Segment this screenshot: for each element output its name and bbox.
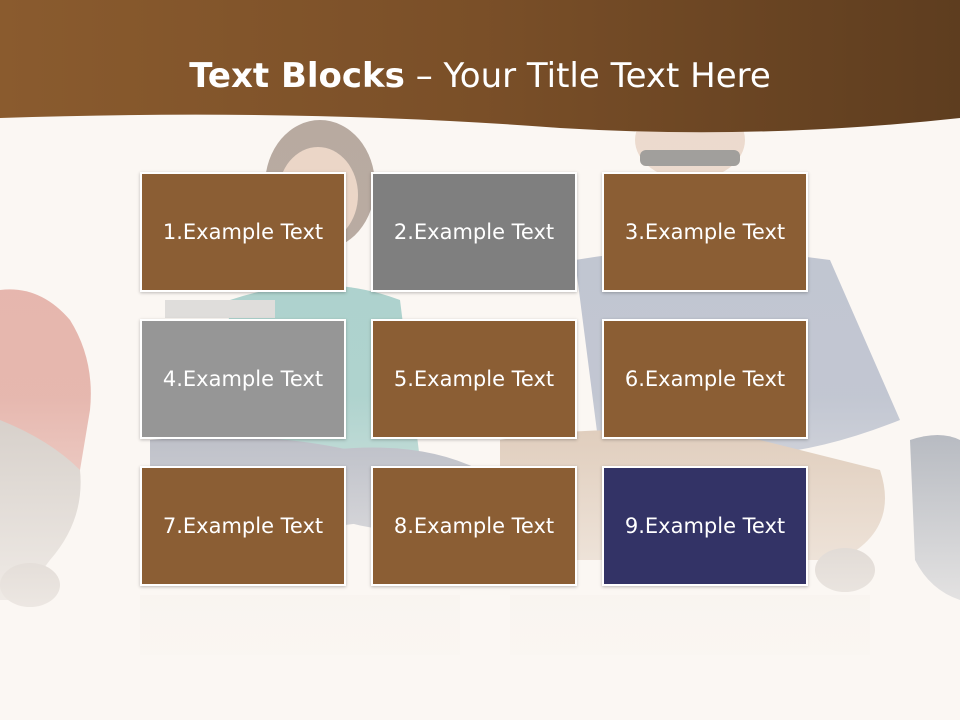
text-block-label: 8.Example Text — [393, 514, 555, 538]
text-block-label: 7.Example Text — [162, 514, 324, 538]
text-block-label: 2.Example Text — [393, 220, 555, 244]
header-banner — [0, 0, 960, 133]
title-separator: – — [404, 56, 444, 96]
text-block-2[interactable]: 2.Example Text — [371, 172, 577, 292]
title-rest: Your Title Text Here — [443, 56, 771, 96]
text-block-3[interactable]: 3.Example Text — [602, 172, 808, 292]
text-block-label: 5.Example Text — [393, 367, 555, 391]
text-block-6[interactable]: 6.Example Text — [602, 319, 808, 439]
text-block-9[interactable]: 9.Example Text — [602, 466, 808, 586]
text-block-label: 3.Example Text — [624, 220, 786, 244]
text-block-label: 1.Example Text — [162, 220, 324, 244]
text-block-label: 9.Example Text — [624, 514, 786, 538]
text-block-1[interactable]: 1.Example Text — [140, 172, 346, 292]
text-block-label: 6.Example Text — [624, 367, 786, 391]
text-block-7[interactable]: 7.Example Text — [140, 466, 346, 586]
text-block-label: 4.Example Text — [162, 367, 324, 391]
text-block-grid: 1.Example Text 2.Example Text 3.Example … — [140, 172, 814, 592]
title-bold: Text Blocks — [189, 56, 405, 96]
text-block-8[interactable]: 8.Example Text — [371, 466, 577, 586]
text-block-5[interactable]: 5.Example Text — [371, 319, 577, 439]
text-block-4[interactable]: 4.Example Text — [140, 319, 346, 439]
page-title: Text Blocks – Your Title Text Here — [0, 54, 960, 98]
